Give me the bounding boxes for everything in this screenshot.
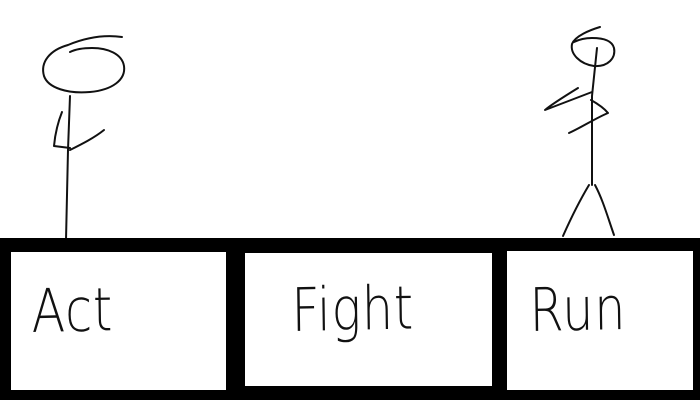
run-button-label: Run [528, 273, 627, 346]
act-button-label: Act [30, 275, 114, 347]
fight-button-label: Fight [290, 273, 415, 346]
stick-figure-player-icon [42, 35, 126, 241]
run-button[interactable]: Run [507, 251, 693, 390]
act-button[interactable]: Act [11, 252, 226, 390]
fight-button[interactable]: Fight [245, 253, 492, 386]
stick-figure-enemy-icon [544, 26, 616, 237]
